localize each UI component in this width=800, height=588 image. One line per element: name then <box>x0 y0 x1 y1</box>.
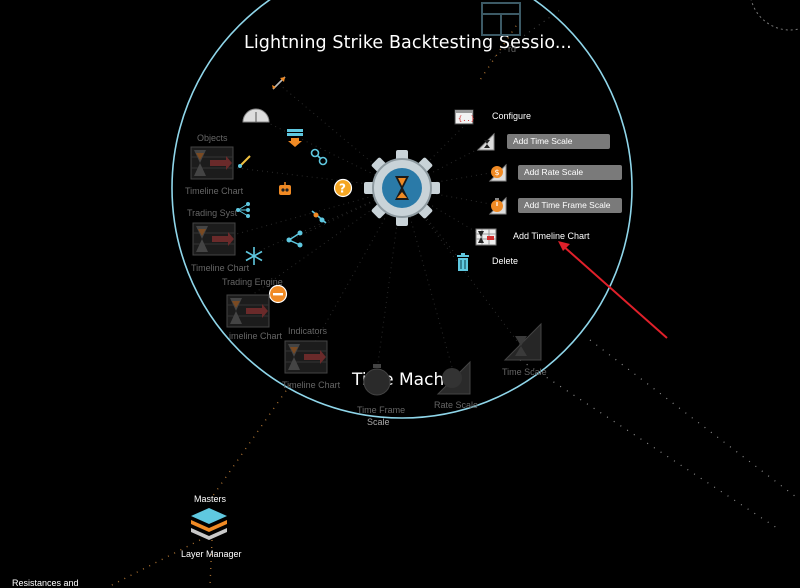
trash-icon[interactable] <box>455 252 471 272</box>
layers-icon[interactable] <box>189 506 229 546</box>
plug-icon[interactable] <box>309 208 329 226</box>
top-node-label: rd <box>508 44 517 54</box>
timeline-chart-3-label: imeline Chart <box>229 331 283 341</box>
time-scale-icon[interactable] <box>476 132 496 152</box>
link-icon[interactable] <box>310 148 328 166</box>
add-timeline-chart-label[interactable]: Add Timeline Chart <box>513 231 590 241</box>
snowflake-icon[interactable] <box>244 246 264 266</box>
time-frame-scale-node-icon[interactable] <box>360 360 394 400</box>
timeline-chart-2-icon[interactable] <box>192 222 236 256</box>
masters-label: Masters <box>194 494 227 504</box>
timeline-chart-2-label: Timeline Chart <box>191 263 250 273</box>
add-time-scale-button[interactable]: Add Time Scale <box>507 134 610 149</box>
trading-engine-label: Trading Engine <box>222 277 283 287</box>
indicators-label: Indicators <box>288 326 328 336</box>
resistances-label: Resistances and <box>12 578 79 588</box>
svg-text:?: ? <box>339 182 346 196</box>
rate-scale-icon[interactable]: $ <box>488 163 508 183</box>
configure-label[interactable]: Configure <box>492 111 532 121</box>
session-title: Lightning Strike Backtesting Sessio... <box>244 33 572 53</box>
time-frame-scale-label-line1: Time Frame <box>357 405 406 415</box>
timeline-chart-1-label: Timeline Chart <box>185 186 244 196</box>
layout-icon[interactable] <box>481 2 521 36</box>
timeline-chart-3-icon[interactable] <box>226 294 270 328</box>
share-icon[interactable] <box>285 228 305 248</box>
rate-scale-node-icon[interactable] <box>436 360 472 396</box>
download-icon[interactable] <box>286 128 304 148</box>
arrow-icon[interactable] <box>270 74 288 92</box>
trading-system-label: Trading Syst <box>187 208 238 218</box>
time-machine-gear-icon[interactable] <box>362 148 442 228</box>
time-scale-label: Time Scale <box>502 367 547 377</box>
protractor-icon[interactable] <box>241 108 271 124</box>
svg-text:$: $ <box>495 168 500 177</box>
help-icon[interactable]: ? <box>333 178 353 198</box>
annotation-arrow <box>558 241 668 339</box>
objects-label: Objects <box>197 133 228 143</box>
time-scale-node-icon[interactable] <box>503 322 543 362</box>
layer-manager-label: Layer Manager <box>181 549 242 559</box>
robot-icon[interactable] <box>276 180 294 198</box>
svg-text:{..}: {..} <box>458 115 474 123</box>
configure-icon[interactable]: {..} <box>454 108 474 126</box>
time-frame-scale-label-line2: Scale <box>367 417 390 427</box>
add-rate-scale-button[interactable]: Add Rate Scale <box>518 165 622 180</box>
timeline-chart-4-icon[interactable] <box>284 340 328 374</box>
delete-label[interactable]: Delete <box>492 256 519 266</box>
add-time-frame-scale-button[interactable]: Add Time Frame Scale <box>518 198 622 213</box>
timeline-chart-4-label: Timeline Chart <box>282 380 341 390</box>
rate-scale-label: Rate Scale <box>434 400 479 410</box>
minus-circle-icon[interactable] <box>268 284 288 304</box>
timeline-chart-icon[interactable] <box>475 228 497 246</box>
branch-icon[interactable] <box>234 200 252 220</box>
timeline-chart-1-icon[interactable] <box>190 146 234 180</box>
time-frame-scale-icon[interactable] <box>488 196 508 216</box>
brush-icon[interactable] <box>237 153 253 169</box>
